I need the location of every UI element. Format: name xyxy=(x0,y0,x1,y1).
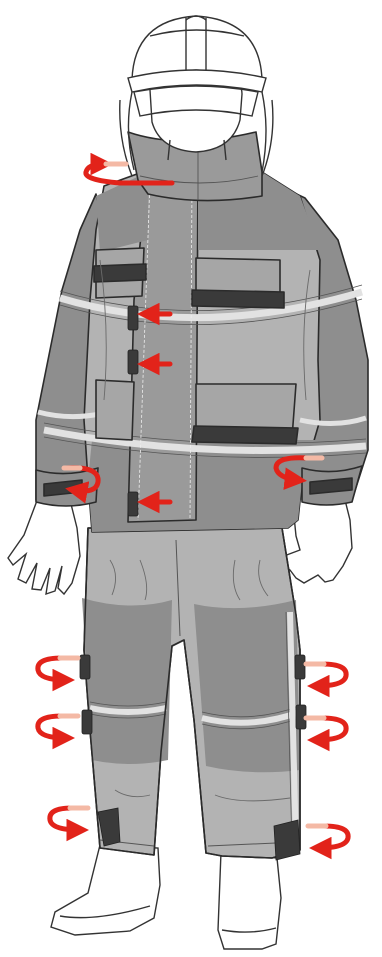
right-tab-1 xyxy=(295,655,305,679)
lower-left-pocket xyxy=(96,380,134,440)
left-knee-panel xyxy=(82,598,172,764)
closure-tab-3 xyxy=(128,492,138,516)
curved-arrow-icon xyxy=(306,718,346,740)
jacket xyxy=(36,170,368,532)
right-pocket-flap xyxy=(192,290,284,308)
left-hand xyxy=(8,498,80,594)
curved-arrow-icon xyxy=(308,826,348,848)
lower-right-flap xyxy=(192,426,298,444)
left-tab-1 xyxy=(80,655,90,679)
left-tab-2 xyxy=(82,710,92,734)
right-boot xyxy=(218,852,281,949)
curved-arrow-icon xyxy=(306,664,346,686)
closure-tab-2 xyxy=(128,350,138,374)
right-knee-panel xyxy=(194,600,300,772)
curved-arrow-icon xyxy=(38,658,78,680)
left-boot xyxy=(51,845,160,935)
jacket-lower-panel xyxy=(88,440,318,532)
curved-arrow-icon xyxy=(38,716,78,738)
closure-tab-1 xyxy=(128,306,138,330)
curved-arrow-icon xyxy=(50,808,88,830)
right-ankle-tab xyxy=(274,820,300,860)
